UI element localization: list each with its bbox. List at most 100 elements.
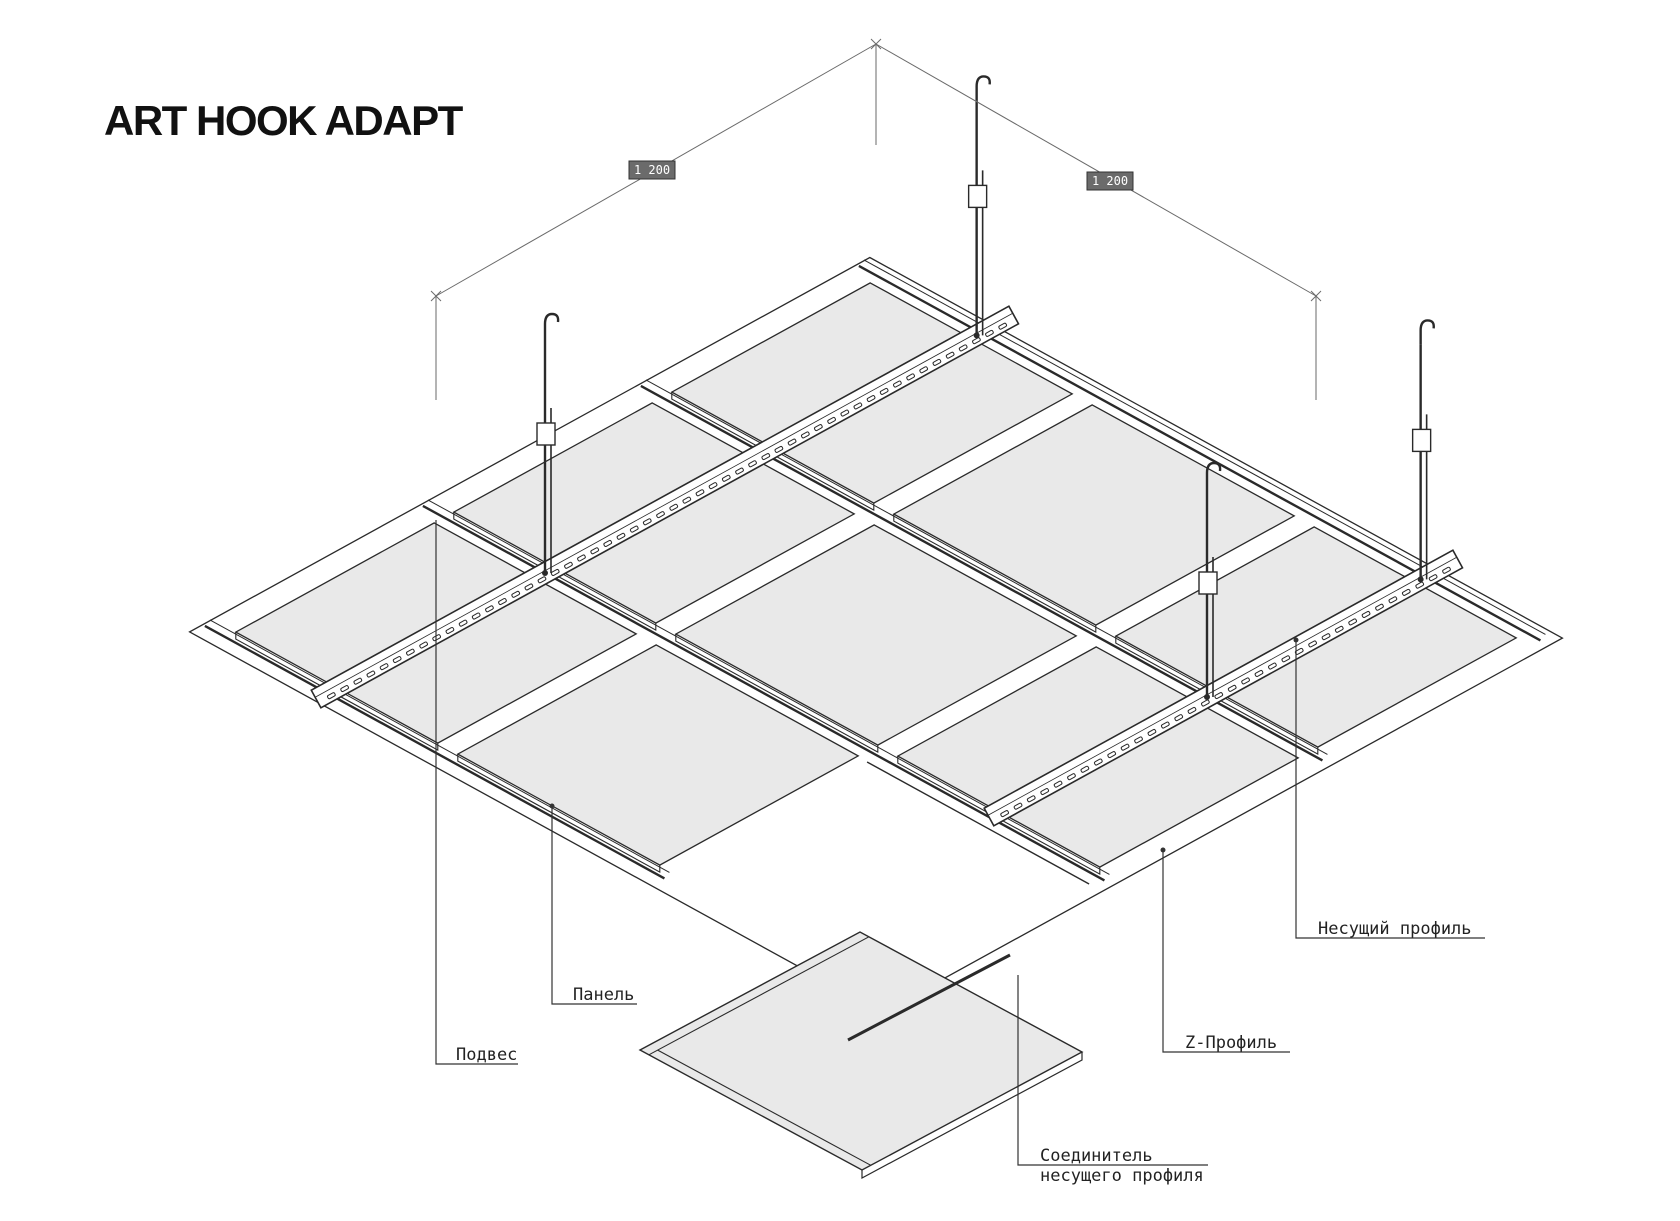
callout-z-profile: Z-Профиль [1185, 1033, 1277, 1053]
carrier-slot [471, 612, 481, 620]
carrier-slot [629, 525, 639, 533]
hanger-hook-icon [543, 312, 560, 338]
callout-carrier-profile: Несущий профиль [1318, 919, 1472, 939]
carrier-slot [682, 496, 692, 504]
carrier-slot [906, 373, 915, 381]
carrier-slot [458, 619, 468, 627]
carrier-slot [590, 547, 600, 555]
carrier-slot [840, 409, 850, 417]
carrier-slot [1067, 773, 1076, 781]
hanger-clamp [536, 422, 556, 446]
hanger-left [536, 312, 560, 576]
carrier-slot [879, 387, 889, 395]
carrier-slot [550, 569, 560, 576]
carrier-slot [406, 648, 415, 656]
diagram-title: ART HOOK ADAPT [104, 97, 463, 144]
leader-connector [1017, 975, 1208, 1166]
carrier-slot [945, 351, 955, 359]
carrier-profile-front [983, 549, 1464, 827]
hanger-clamp [1198, 571, 1218, 595]
carrier-slot [1040, 788, 1050, 796]
leader-carrier-profile [1295, 640, 1485, 939]
leader-panel [551, 806, 637, 1005]
callout-hanger: Подвес [456, 1045, 517, 1065]
loose-z-profile [847, 953, 1011, 1042]
carrier-slot [1401, 588, 1411, 596]
carrier-slot [577, 554, 586, 562]
detached-panel [638, 931, 1084, 1180]
callout-connector-line2: несущего профиля [1040, 1166, 1204, 1186]
dimension-value-left: 1 200 [634, 163, 670, 177]
carrier-slot [893, 380, 902, 388]
carrier-slot [1026, 795, 1036, 803]
carrier-slot [1268, 662, 1277, 670]
carrier-slot [379, 663, 389, 671]
carrier-slot [958, 344, 968, 352]
carrier-slot [972, 337, 981, 345]
carrier-slot [1000, 810, 1009, 818]
carrier-slot [485, 605, 494, 613]
carrier-slot [985, 329, 994, 337]
carrier-slot [642, 518, 652, 526]
carrier-slot [866, 395, 876, 403]
hanger-hook-icon [1205, 461, 1222, 487]
carrier-slot [564, 561, 573, 569]
carrier-slot [392, 656, 402, 664]
carrier-profiles [310, 305, 1464, 827]
carrier-slot [511, 590, 521, 598]
hanger-hook-icon [1419, 319, 1435, 345]
leader-z-profile [1162, 850, 1290, 1053]
dimension-value-right: 1 200 [1092, 174, 1128, 188]
carrier-slot [919, 366, 929, 374]
carrier-slot [419, 641, 428, 649]
carrier-slot [1321, 633, 1331, 641]
carrier-slot [1160, 721, 1170, 729]
dimension-tick [870, 38, 882, 50]
carrier-slot [1147, 729, 1157, 736]
dimension-tick [1310, 290, 1322, 302]
loose-panel-face [638, 931, 1084, 1171]
leader-dots [549, 637, 1299, 853]
carrier-slot [695, 489, 705, 497]
carrier-slot [748, 460, 757, 468]
carrier-slot [827, 416, 836, 424]
callout-connector-line1: Соединитель [1040, 1146, 1153, 1166]
carrier-slot [801, 431, 810, 439]
carrier-slot [761, 453, 771, 461]
carrier-slot [498, 598, 507, 605]
panel-edge-fold [675, 634, 879, 754]
carrier-slot [1134, 736, 1143, 744]
hanger-front [1198, 461, 1222, 700]
carrier-slot [603, 540, 613, 547]
loose-panel-fold [657, 1049, 872, 1166]
carrier-slot [932, 358, 942, 366]
z-profile-stub [866, 761, 1090, 885]
callout-leaders [435, 520, 1485, 1166]
carrier-slot [787, 438, 797, 446]
dimension-tick [430, 290, 442, 302]
hanger-hook-icon [975, 75, 991, 101]
carrier-slot [1174, 714, 1184, 722]
carrier-slot [1227, 684, 1237, 692]
carrier-slot [774, 445, 784, 453]
carrier-slot [1241, 677, 1250, 685]
hangers [536, 75, 1435, 700]
leader-hanger [435, 520, 518, 1065]
carrier-slot [1254, 670, 1264, 677]
carrier-slot [1348, 618, 1357, 626]
carrier-slot [1281, 655, 1291, 663]
z-profile-edge [209, 619, 670, 873]
dimension-tag-right: 1 200 [1086, 171, 1134, 191]
carrier-slot [616, 532, 626, 540]
panel-edge-fold [893, 514, 1097, 634]
callout-panel: Панель [573, 985, 634, 1005]
loose-panel-lip [861, 1052, 1083, 1180]
carrier-slot [1013, 802, 1023, 810]
carrier-slot [524, 583, 534, 591]
ceiling-panels [188, 256, 1564, 1014]
dimension-tag-left: 1 200 [628, 160, 676, 180]
carrier-slot [1214, 692, 1224, 700]
panel-edge-fold [457, 754, 661, 874]
